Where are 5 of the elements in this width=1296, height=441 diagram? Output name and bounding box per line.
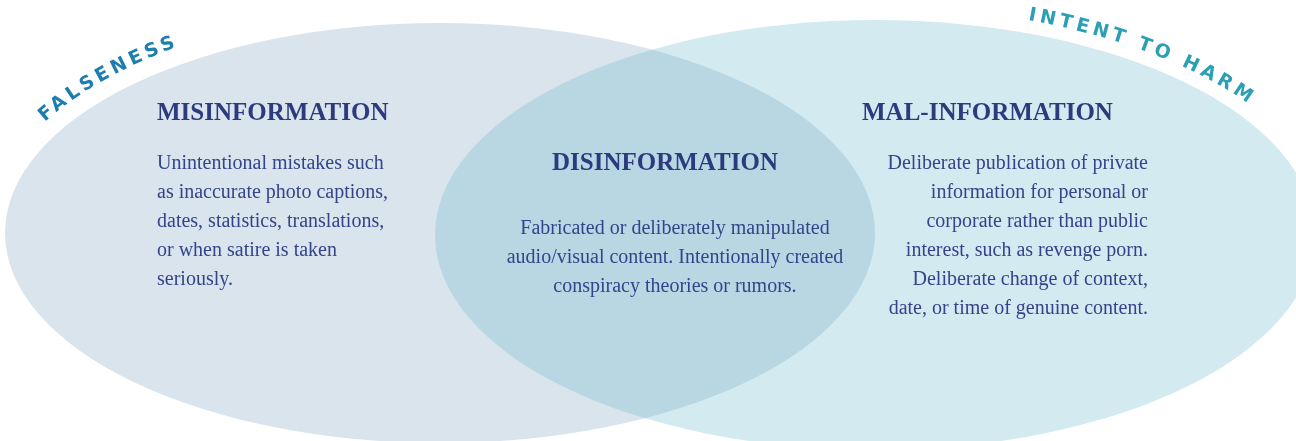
region-description: Unintentional mistakes such as inaccurate photo captions, dates, statistics, translations, or when satire is taken seriously. xyxy=(157,150,390,292)
region-description: Deliberate publication of private information for personal or corporate rather than public interest, such as revenge porn. Deliberate change of context, date, or time of genuine content. xyxy=(886,150,1148,321)
region-description: Fabricated or deliberately manipulated audio/visual content. Intentionally created conspiracy theories or rumors. xyxy=(505,215,845,299)
region-heading: DISINFORMATION xyxy=(551,148,779,176)
region-heading: MAL-INFORMATION xyxy=(862,98,1113,126)
